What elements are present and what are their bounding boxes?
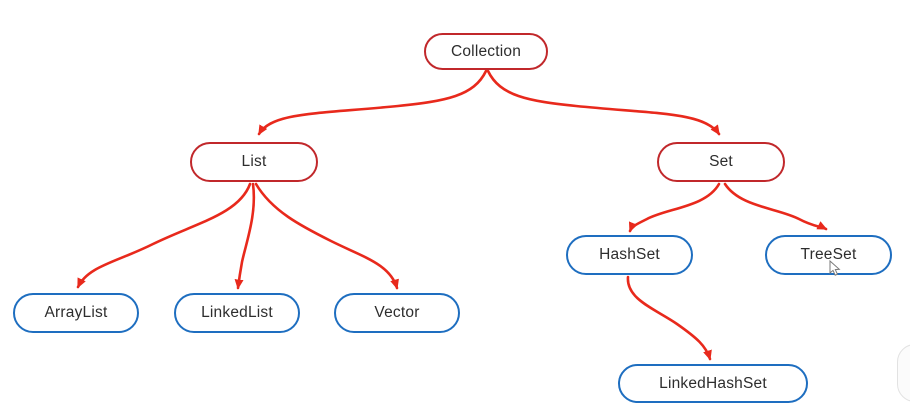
node-arraylist-label: ArrayList bbox=[44, 304, 108, 321]
node-set-label: Set bbox=[709, 153, 733, 170]
node-linkedhashset-label: LinkedHashSet bbox=[659, 374, 767, 392]
node-linkedlist: LinkedList bbox=[174, 293, 300, 333]
edge-set-treeset bbox=[723, 182, 828, 231]
node-list: List bbox=[190, 142, 318, 182]
node-list-label: List bbox=[241, 153, 267, 170]
edge-collection-list bbox=[257, 69, 488, 136]
edge-peek-button[interactable] bbox=[897, 344, 910, 402]
node-treeset: TreeSet bbox=[765, 235, 892, 275]
node-collection-label: Collection bbox=[450, 42, 522, 60]
edge-hashset-linkedhashset bbox=[626, 275, 712, 361]
node-hashset: HashSet bbox=[566, 235, 693, 275]
node-collection: Collection bbox=[424, 33, 548, 70]
edge-collection-set bbox=[486, 69, 721, 136]
edge-list-linkedlist bbox=[234, 182, 256, 290]
node-linkedlist-label: LinkedList bbox=[201, 304, 273, 321]
node-linkedhashset: LinkedHashSet bbox=[618, 364, 808, 403]
edge-set-hashset bbox=[628, 182, 721, 233]
node-arraylist: ArrayList bbox=[13, 293, 139, 333]
node-vector-label: Vector bbox=[374, 304, 420, 321]
node-treeset-label: TreeSet bbox=[800, 246, 857, 263]
node-vector: Vector bbox=[334, 293, 460, 333]
node-hashset-label: HashSet bbox=[599, 246, 660, 263]
edge-list-vector bbox=[254, 182, 399, 290]
edge-list-arraylist bbox=[76, 182, 252, 289]
node-set: Set bbox=[657, 142, 785, 182]
mouse-cursor-icon bbox=[829, 260, 841, 276]
